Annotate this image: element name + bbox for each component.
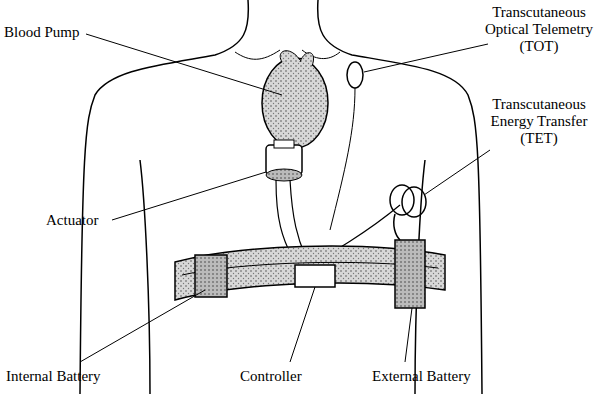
part-label: Actuator <box>46 212 98 229</box>
part-label: Blood Pump <box>4 24 79 41</box>
part-label: Transcutaneous Optical Telemetry (TOT) <box>475 4 603 55</box>
leader-lines <box>80 34 490 362</box>
controller <box>295 265 335 287</box>
internal-battery <box>195 255 227 297</box>
tet-coils <box>390 185 426 240</box>
part-label: Internal Battery <box>6 368 101 385</box>
tot-unit <box>330 62 363 230</box>
part-label: Transcutaneous Energy Transfer (TET) <box>475 96 603 147</box>
blood-pump <box>262 51 328 148</box>
external-battery <box>395 240 425 308</box>
part-label: External Battery <box>372 368 471 385</box>
actuator <box>266 140 302 181</box>
part-label: Controller <box>240 368 302 385</box>
